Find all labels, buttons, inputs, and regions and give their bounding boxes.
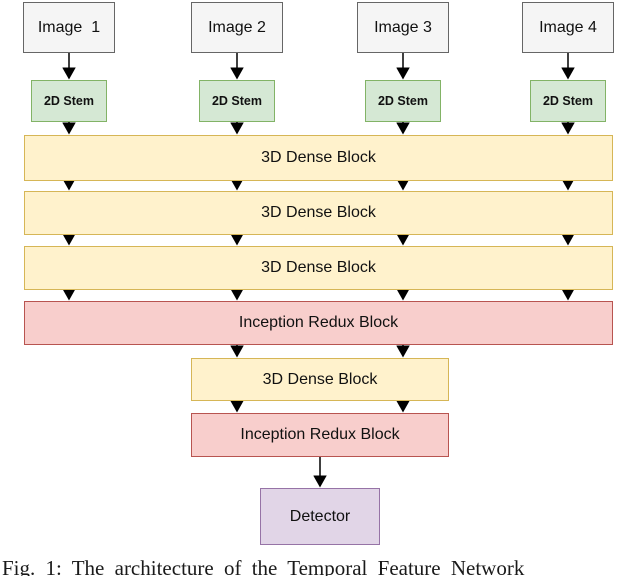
stem-1-box: 2D Stem: [31, 80, 107, 122]
stem-3-box: 2D Stem: [365, 80, 441, 122]
inception-redux-block-2: Inception Redux Block: [191, 413, 449, 457]
detector-box: Detector: [260, 488, 380, 545]
image-3-box: Image 3: [357, 2, 449, 53]
inception-redux-block-1: Inception Redux Block: [24, 301, 613, 345]
dense-block-3: 3D Dense Block: [24, 246, 613, 290]
figure-caption: Fig. 1: The architecture of the Temporal…: [2, 556, 525, 576]
image-4-box: Image 4: [522, 2, 614, 53]
image-1-box: Image 1: [23, 2, 115, 53]
dense-block-2: 3D Dense Block: [24, 191, 613, 235]
stem-2-box: 2D Stem: [199, 80, 275, 122]
stem-4-box: 2D Stem: [530, 80, 606, 122]
dense-block-4: 3D Dense Block: [191, 358, 449, 401]
dense-block-1: 3D Dense Block: [24, 135, 613, 181]
image-2-box: Image 2: [191, 2, 283, 53]
